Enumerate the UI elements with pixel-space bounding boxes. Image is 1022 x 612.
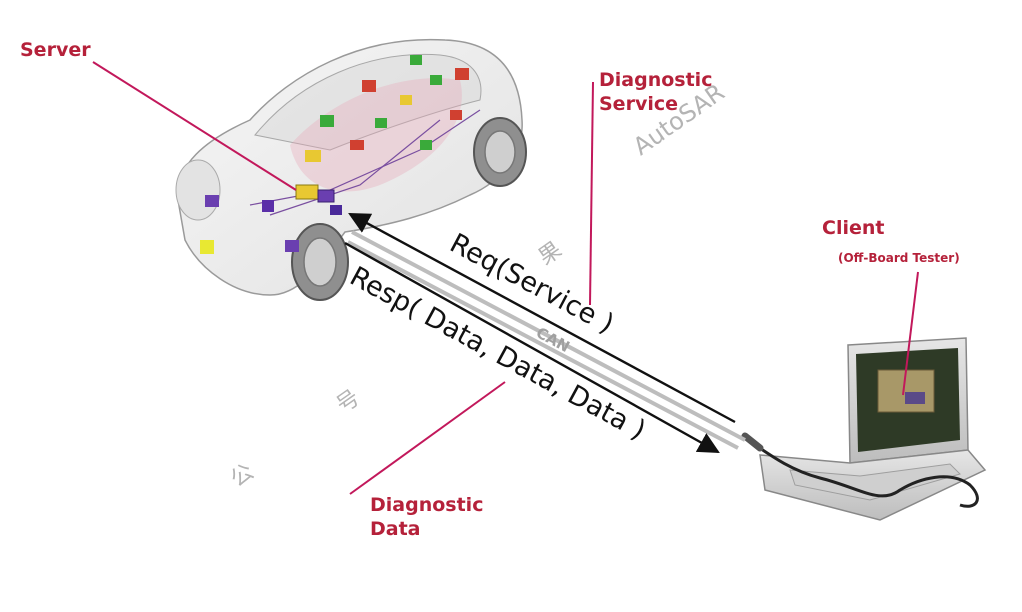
server-pointer-line <box>92 61 297 191</box>
client-label-text: Client <box>822 217 885 239</box>
laptop-illustration <box>741 337 987 521</box>
data-pointer-line <box>349 381 506 495</box>
diagnostic-data-line2: Data <box>370 518 421 540</box>
diagnostic-service-label: Diagnostic Service <box>599 68 712 116</box>
response-text: Resp( Data, Data, Data ) <box>345 261 651 446</box>
diagnostic-service-line2: Service <box>599 93 678 115</box>
client-label: Client <box>822 216 884 240</box>
diagnostic-service-line1: Diagnostic <box>599 69 713 91</box>
request-arrow <box>348 212 736 424</box>
service-pointer-line <box>589 81 594 306</box>
car-illustration <box>175 38 527 301</box>
response-arrow <box>344 241 720 454</box>
diagnostic-data-line1: Diagnostic <box>370 494 484 516</box>
server-label-text: Server <box>20 39 91 61</box>
diagnostic-data-label: Diagnostic Data <box>370 493 483 541</box>
server-label: Server <box>20 38 91 62</box>
client-subtitle: (Off-Board Tester) <box>838 251 960 265</box>
client-pointer-line <box>902 271 919 396</box>
can-bus: CAN <box>347 230 746 450</box>
client-subtitle-text: (Off-Board Tester) <box>838 251 960 265</box>
